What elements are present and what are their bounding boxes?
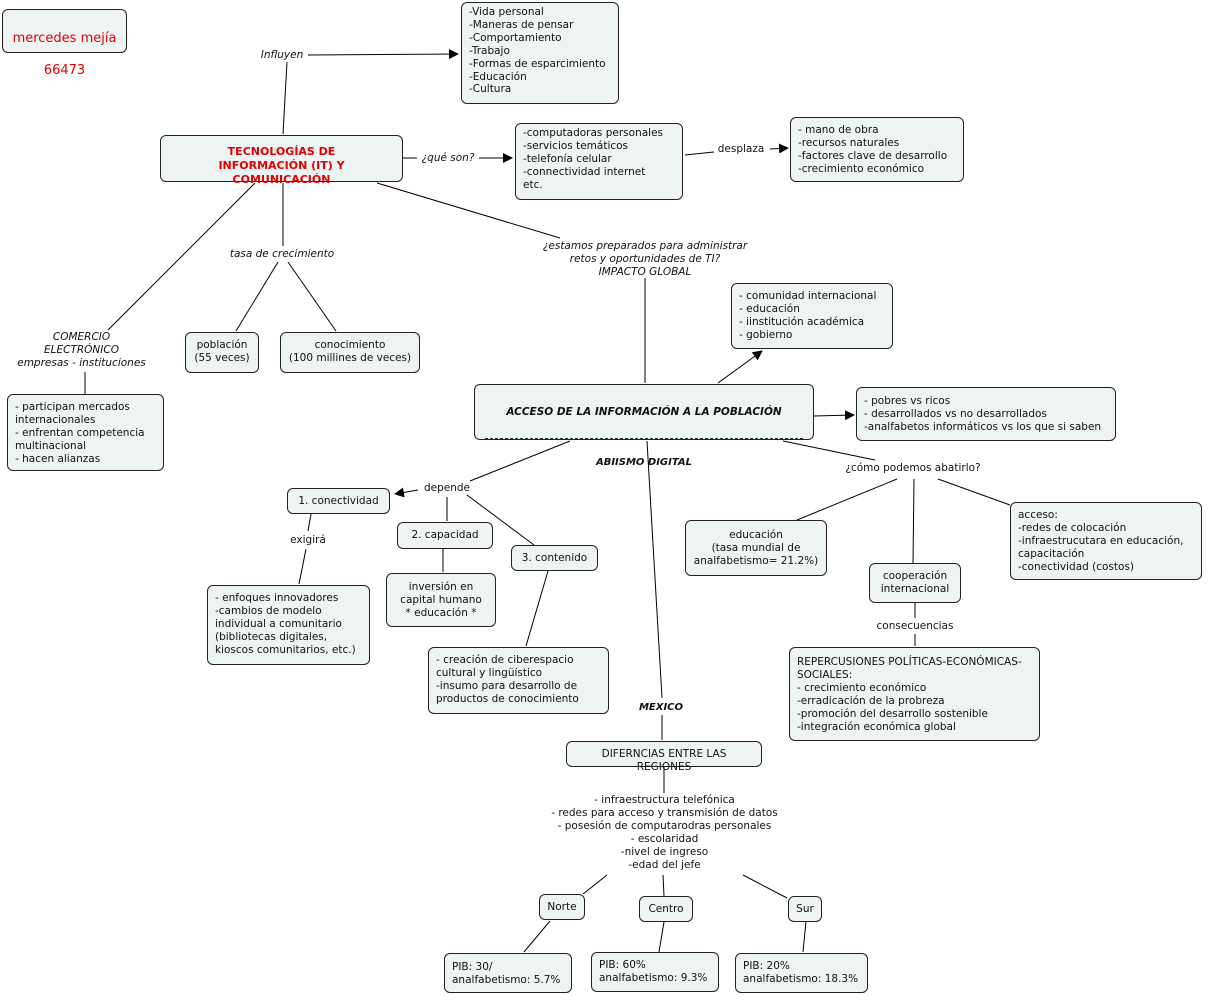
repercusiones-node[interactable]: REPERCUSIONES POLÍTICAS-ECONÓMICAS- SOCI… (789, 647, 1040, 741)
enfoques-node[interactable]: - enfoques innovadores -cambios de model… (207, 585, 370, 665)
conocimiento-node[interactable]: conocimiento (100 millines de veces) (280, 332, 420, 373)
inversion-node[interactable]: inversión en capital humano * educación … (386, 573, 496, 627)
centro-pib-node[interactable]: PIB: 60% analfabetismo: 9.3% (591, 952, 719, 992)
desplaza-node[interactable]: - mano de obra -recursos naturales -fact… (790, 117, 964, 182)
acceso-title: ACCESO DE LA INFORMACIÓN A LA POBLACIÓN (506, 406, 782, 418)
que-son-label: ¿qué son? (421, 152, 475, 164)
factores-label: - infraestructura telefónica - redes par… (551, 794, 778, 871)
region-sur-node[interactable]: Sur (788, 896, 822, 922)
influyen-node[interactable]: -Vida personal -Maneras de pensar -Compo… (461, 2, 619, 104)
tasa-label: tasa de crecimiento (229, 248, 335, 260)
region-norte-node[interactable]: Norte (539, 894, 585, 920)
comercio-label: COMERCIO ELECTRÓNICO empresas - instituc… (17, 331, 146, 369)
author-node[interactable]: mercedes mejía 66473 (2, 9, 127, 78)
sur-pib-node[interactable]: PIB: 20% analfabetismo: 18.3% (735, 953, 868, 993)
diferencias-node[interactable]: DIFERNCIAS ENTRE LAS REGIONES (566, 741, 762, 773)
capacidad-node[interactable]: 2. capacidad (397, 522, 493, 549)
comercio-node[interactable]: - participan mercados internacionales - … (7, 394, 164, 471)
cooperacion-node[interactable]: cooperación internacional (869, 563, 961, 603)
pobres-node[interactable]: - pobres vs ricos - desarrollados vs no … (856, 387, 1116, 441)
mexico-label: MEXICO (638, 702, 684, 713)
educacion-node[interactable]: educación (tasa mundial de analfabetismo… (685, 520, 827, 576)
acceso-separator (485, 438, 803, 439)
comunidad-node[interactable]: - comunidad internacional - educación - … (731, 283, 893, 349)
consecuencias-label: consecuencias (876, 620, 954, 632)
que-son-node[interactable]: -computadoras personales -servicios temá… (515, 123, 683, 200)
acceso-abatir-node[interactable]: acceso: -redes de colocación -infraestru… (1010, 502, 1202, 580)
contenido-node[interactable]: 3. contenido (511, 545, 598, 571)
depende-label: depende (423, 482, 471, 494)
creacion-node[interactable]: - creación de ciberespacio cultural y li… (428, 647, 609, 714)
author-name: mercedes mejía (12, 31, 117, 46)
influyen-label: Influyen (260, 49, 304, 61)
abismo-title: ABIISMO DIGITAL (595, 457, 693, 468)
conectividad-node[interactable]: 1. conectividad (287, 488, 390, 514)
norte-pib-node[interactable]: PIB: 30/ analfabetismo: 5.7% (444, 953, 572, 993)
region-centro-node[interactable]: Centro (639, 896, 693, 922)
pregunta-label: ¿estamos preparados para administrar ret… (542, 240, 748, 278)
acceso-node[interactable]: ACCESO DE LA INFORMACIÓN A LA POBLACIÓN … (474, 384, 814, 468)
desplaza-label: desplaza (717, 143, 765, 155)
abatirlo-label: ¿cómo podemos abatirlo? (845, 462, 981, 474)
author-id: 66473 (43, 63, 86, 78)
central-topic[interactable]: TECNOLOGÍAS DE INFORMACIÓN (IT) Y COMUNI… (160, 135, 403, 186)
exigira-label: exigirá (290, 534, 326, 546)
poblacion-node[interactable]: población (55 veces) (185, 332, 259, 373)
